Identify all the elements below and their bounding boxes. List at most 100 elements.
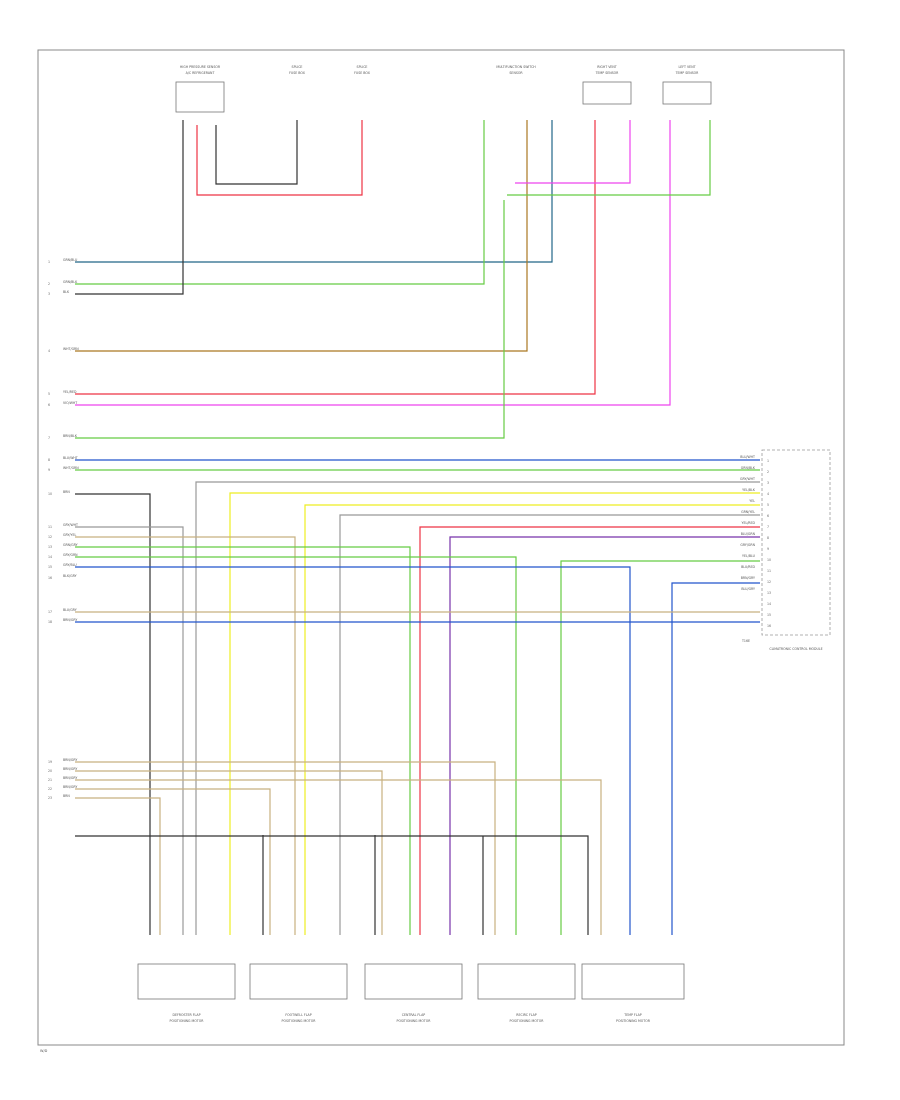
module-pin: 16 — [767, 624, 771, 628]
connector-pin-number: 16 — [48, 576, 52, 580]
wire-color-code: GRN/GRY — [63, 543, 78, 547]
wire-color-code: BLU/GRY — [63, 608, 77, 612]
connector-pin-number: 4 — [48, 349, 50, 353]
top-component-sub: TEMP SENSOR — [595, 71, 620, 75]
wire-module-violet — [449, 536, 760, 935]
wire-brn-ground — [75, 493, 151, 935]
wire-color-code: BRN — [63, 490, 70, 494]
module-pin: 7 — [767, 525, 769, 529]
wire-yel-red — [75, 120, 596, 395]
wire-module-grey-2 — [339, 514, 760, 935]
module-pin: 8 — [767, 536, 769, 540]
wire-grn-gry — [75, 546, 411, 935]
top-component-sub: TEMP SENSOR — [675, 71, 700, 75]
module-pin: 1 — [767, 459, 769, 463]
wire-sensor-black — [215, 120, 298, 185]
flap-motor-sub: POSITIONING MOTOR — [510, 1019, 545, 1023]
wire-color-code: GRY/GRN — [63, 553, 78, 557]
connector-pin-number: 2 — [48, 282, 50, 286]
connector-pin-number: 20 — [48, 769, 52, 773]
flap-motor-name: RECIRC FLAP — [516, 1013, 537, 1017]
wire-color-code: BLK — [63, 290, 70, 294]
flap-motor-sub: POSITIONING MOTOR — [616, 1019, 651, 1023]
module-wire-code: YEL/BLK — [742, 488, 756, 492]
connector-pin-number: 12 — [48, 535, 52, 539]
connector-pin-number: 19 — [48, 760, 52, 764]
wire-module-yellow-2 — [304, 504, 760, 935]
flap-motor-box — [581, 963, 685, 1000]
wire-layer — [75, 120, 760, 935]
wire-color-code: WHT/GRN — [63, 347, 79, 351]
top-component-sub: FUSE BOX — [354, 71, 371, 75]
top-component-sub: A/C REFRIGERANT — [186, 71, 215, 75]
module-wire-code: BRN/GRY — [741, 576, 755, 580]
flap-motor-sub: POSITIONING MOTOR — [282, 1019, 317, 1023]
wire-gry-blu — [75, 566, 631, 935]
connector-pin-number: 21 — [48, 778, 52, 782]
flap-motor-sub: POSITIONING MOTOR — [170, 1019, 205, 1023]
wire-color-code: GRN/BLK — [63, 280, 78, 284]
wire-module-red — [419, 526, 760, 935]
connector-pin-number: 6 — [48, 403, 50, 407]
module-pin: 13 — [767, 591, 771, 595]
wire-color-code: BLK/GRY — [63, 574, 77, 578]
wire-brn-gry-2 — [75, 770, 383, 935]
top-component-box — [175, 81, 225, 113]
flap-motor-name: FOOTWELL FLAP — [285, 1013, 311, 1017]
top-component-name: RIGHT VENT — [597, 65, 617, 69]
module-wire-code: GRY/WHT — [740, 477, 755, 481]
wire-color-code: BRN — [63, 794, 70, 798]
top-component-sub: FUSE BOX — [289, 71, 306, 75]
wire-gry-yel — [75, 536, 296, 935]
flap-motor-name: DEFROSTER FLAP — [172, 1013, 200, 1017]
wire-module-blue — [671, 582, 760, 935]
connector-pin-number: 18 — [48, 620, 52, 624]
wire-color-code: WHT/GRN — [63, 466, 79, 470]
wire-color-code: BRN/GRY — [63, 767, 77, 771]
flap-motor-box — [477, 963, 576, 1000]
diagram-frame — [37, 49, 845, 1046]
connector-pin-number: 11 — [48, 525, 52, 529]
module-pin: 14 — [767, 602, 771, 606]
page-code-label: W/D — [40, 1049, 48, 1053]
wire-color-code: GRY/YEL — [63, 533, 76, 537]
module-wire-code: BLU/RED — [741, 565, 755, 569]
connector-pin-number: 15 — [48, 565, 52, 569]
top-component-name: HIGH PRESSURE SENSOR — [180, 65, 221, 69]
module-connector: T16E — [741, 639, 750, 643]
wire-grn-blu — [75, 120, 553, 263]
wire-module-grey — [195, 481, 760, 935]
wire-grn-blk — [75, 120, 485, 285]
module-pin: 15 — [767, 613, 771, 617]
connector-pin-number: 8 — [48, 458, 50, 462]
wire-blk — [75, 120, 184, 295]
wire-color-code: GRY/WHT — [63, 523, 78, 527]
flap-motor-box — [364, 963, 463, 1000]
module-wire-code: YEL — [749, 499, 755, 503]
wire-brn-gry-5 — [75, 797, 161, 935]
module-wire-code: GRY/GRN — [740, 543, 755, 547]
component-layer — [137, 81, 831, 1000]
wire-vent-green — [507, 120, 711, 196]
module-pin: 5 — [767, 503, 769, 507]
wire-color-code: GRY/BLU — [63, 563, 77, 567]
wire-color-code: BRN/GRY — [63, 785, 77, 789]
wire-color-code: VIO/WHT — [63, 401, 77, 405]
connector-pin-number: 5 — [48, 392, 50, 396]
wire-module-yellow — [229, 492, 760, 935]
module-pin: 10 — [767, 558, 771, 562]
wire-color-code: YEL/RED — [63, 390, 77, 394]
connector-pin-number: 13 — [48, 545, 52, 549]
wire-color-code: BRN/GRY — [63, 618, 77, 622]
wire-brn-gry-4 — [75, 788, 271, 935]
wire-vio-wht — [75, 120, 671, 406]
connector-pin-number: 14 — [48, 555, 52, 559]
connector-pin-number: 3 — [48, 292, 50, 296]
wire-color-code: BRN/GRY — [63, 758, 77, 762]
wire-gry-grn — [75, 556, 517, 935]
module-pin: 6 — [767, 514, 769, 518]
connector-pin-number: 7 — [48, 436, 50, 440]
connector-pin-number: 22 — [48, 787, 52, 791]
